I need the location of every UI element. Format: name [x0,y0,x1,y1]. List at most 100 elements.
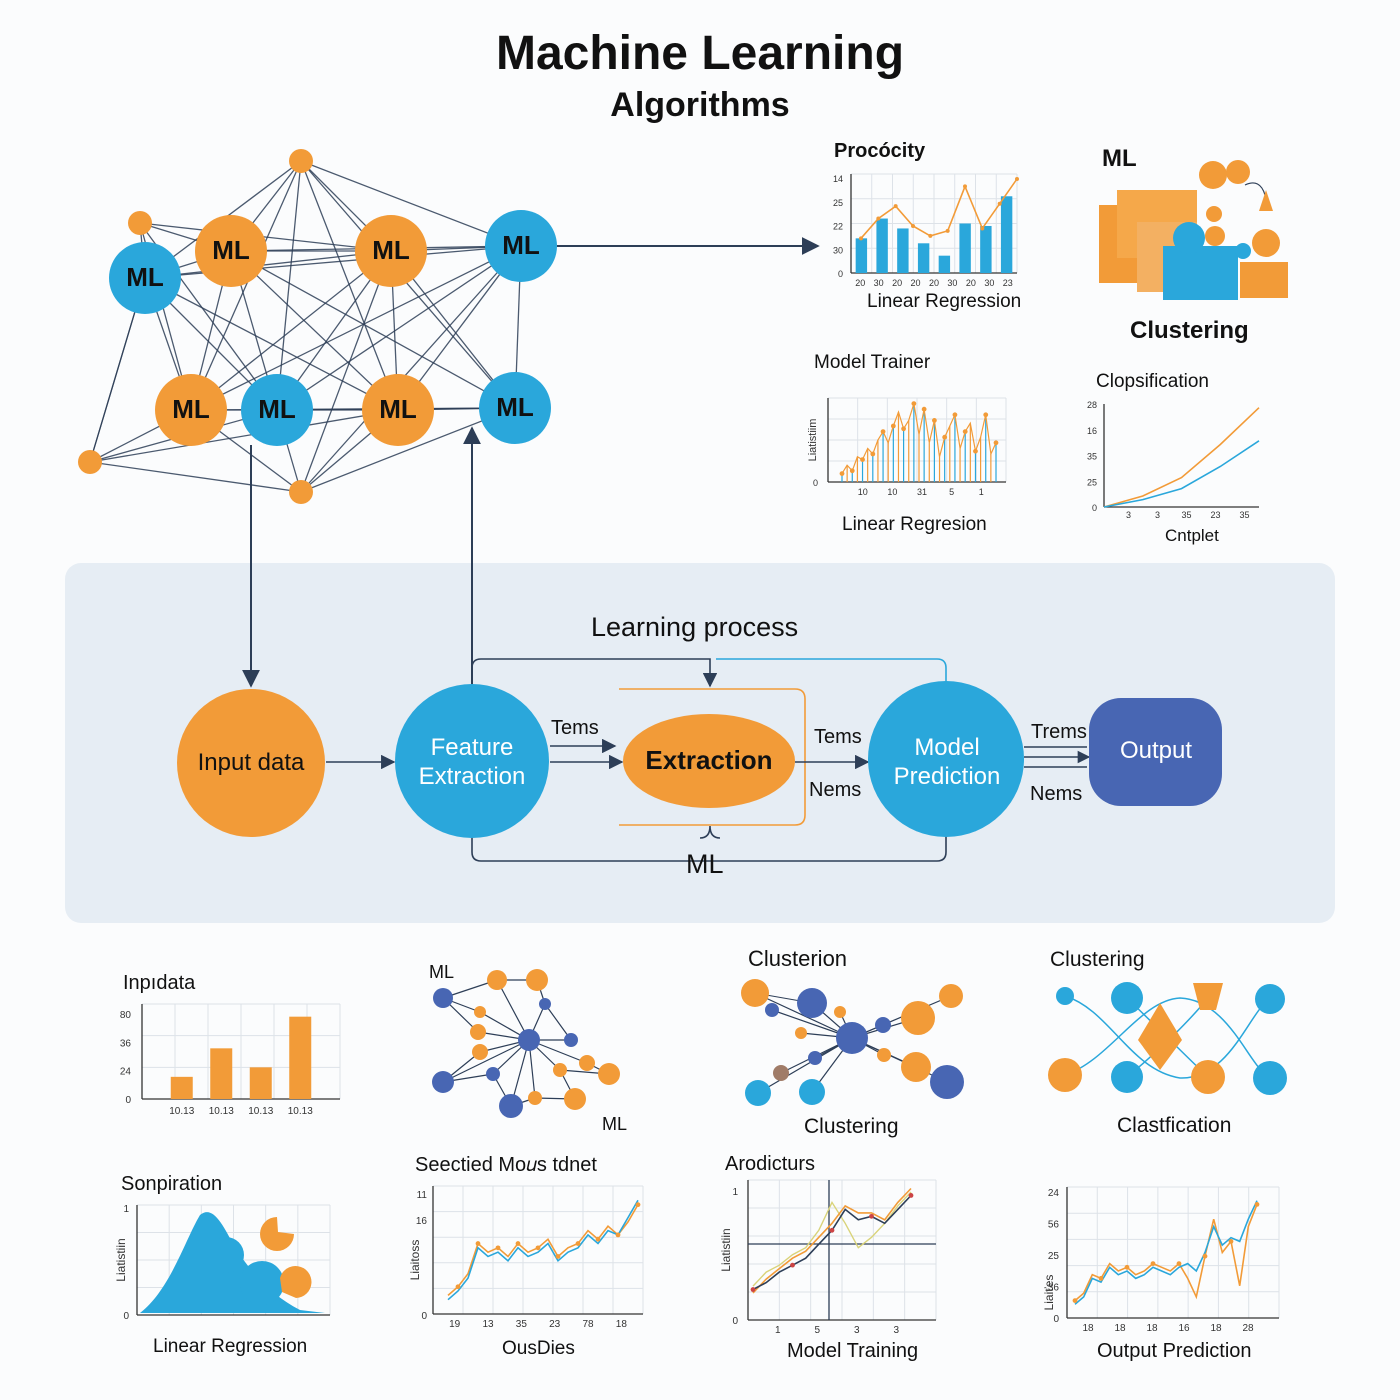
y-axis-label: Liatistiin [114,1238,128,1281]
line-point [859,236,863,241]
y-tick-label: 14 [833,174,843,184]
x-tick-label: 20 [855,278,865,288]
cluster-node [834,1006,846,1018]
input-data-label: Input data [197,748,305,776]
cluster-dot [1206,206,1222,222]
series-point [635,1202,641,1208]
cluster-node [1111,982,1143,1014]
chart-title-prococity: Procócity [834,140,926,162]
clusterion-title: Clusterion [748,946,848,971]
feedback-loop-top-blue [716,658,947,684]
y-tick-label: 0 [1092,503,1097,513]
output-prediction-caption: Output Prediction [1097,1340,1252,1362]
x-tick-label: 5 [814,1325,820,1336]
y-axis-label: Liatistiin [719,1228,733,1271]
model-prediction-label: Model Prediction [893,734,1001,790]
graph-node [470,1024,486,1040]
graph-node [499,1094,523,1118]
x-tick-label: 23 [1003,278,1013,288]
clustering-illustration [1099,160,1288,300]
network-ml-node [109,242,181,314]
x-tick-label: 3 [854,1325,860,1336]
series-orange [752,1187,912,1294]
network-edge [89,461,302,493]
feature-extraction-node [395,684,549,838]
cluster-hub [836,1022,868,1054]
graph-node [598,1063,620,1085]
bar [959,223,971,273]
input-data-chart-title: Inpıdata [123,972,196,994]
y-tick-label: 0 [732,1316,738,1327]
network-edge [276,160,302,411]
y-tick-label: 36 [120,1038,132,1049]
line-point [945,228,950,233]
output-node [1089,698,1222,806]
cluster-link [1244,182,1266,196]
edge-label-tems-1: Tems [551,717,599,739]
cluster-node [808,1051,822,1065]
y-tick-label: 0 [125,1095,131,1106]
series-point [1150,1261,1156,1266]
network-edge [300,407,516,493]
network-node-label: ML [258,394,296,425]
y-tick-label: 16 [416,1216,428,1227]
cluster-node [795,1027,807,1039]
area-blob [240,1261,284,1305]
x-tick-label: 1 [775,1325,781,1336]
graph-node [526,969,548,991]
y-tick-label: 0 [838,269,843,279]
process-bottom-ml-label: ML [686,849,724,879]
x-tick-label: 5 [949,487,954,497]
cluster-node [1191,1060,1225,1094]
clustering-title: Clustering [1050,948,1145,971]
output-label: Output [1119,736,1193,764]
cluster-node [765,1003,779,1017]
x-tick-label: 20 [929,278,939,288]
network-edge [230,250,399,411]
series-point [1176,1261,1182,1266]
stem-point [983,412,989,418]
cluster-block [1240,262,1288,298]
x-tick-label: 23 [549,1319,561,1330]
line-point [928,233,933,238]
network-small-node [128,211,152,235]
graph-node [472,1044,488,1060]
stem-point [860,457,865,462]
network-edge [139,222,392,252]
cluster-node [901,1052,931,1082]
bar [210,1048,233,1099]
y-tick-label: 0 [813,478,818,488]
network-small-node [289,480,313,504]
ml-network-graph [78,149,557,504]
edge-label-nems-1: Nems [809,779,862,801]
cluster-dot [1205,226,1225,246]
extraction-label: Extraction [645,745,773,776]
graph-node [528,1091,542,1105]
x-tick-label: 1 [979,487,984,497]
network-ml-node [195,215,267,287]
network-ml-node [479,372,551,444]
cluster-node [939,984,963,1008]
series-point [829,1227,835,1233]
graph-node [487,970,507,990]
page-title: Machine Learning [495,27,905,80]
x-tick-label: 35 [1181,510,1191,520]
cluster-node [1253,1061,1287,1095]
x-tick-label: 78 [582,1319,594,1330]
network-edge [300,250,392,493]
stem-point [839,471,845,476]
graph-node [579,1055,595,1071]
series-point [1228,1239,1234,1244]
y-tick-label: 25 [1087,477,1097,487]
bar [855,238,868,273]
sonpiration-title: Sonpiration [121,1173,223,1195]
x-tick-label: 31 [917,487,927,497]
series-point [555,1254,561,1259]
network-edge [190,250,392,411]
network-ml-node [155,374,227,446]
stem-chart-caption: Linear Regresion [842,514,987,535]
x-tick-label: 3 [1126,510,1131,520]
